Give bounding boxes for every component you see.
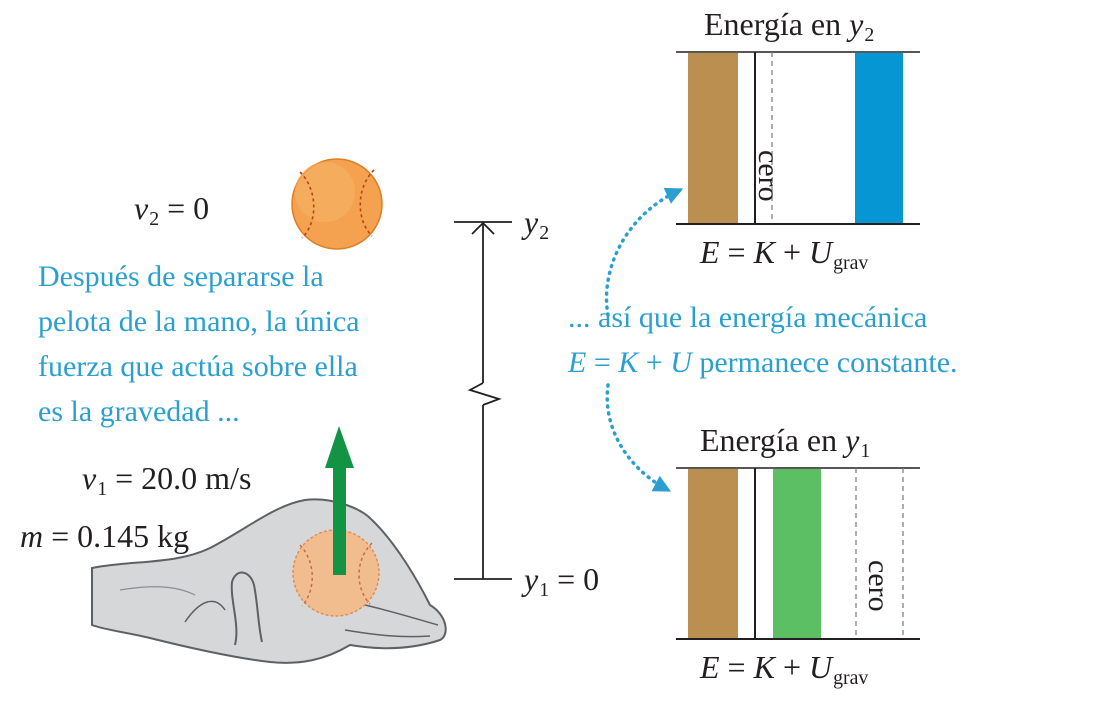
- energy-bottom-equation: E = K + Ugrav: [700, 649, 868, 688]
- caption-left-line-1: Después de separarse la: [38, 260, 324, 293]
- v1-value: = 20.0 m/s: [115, 460, 252, 496]
- potential-energy-bar-bottom: [773, 469, 821, 638]
- v2-label: v2 = 0: [134, 190, 210, 229]
- kinetic-energy-bar-bottom: [688, 469, 738, 638]
- baseball-icon-top: [291, 158, 383, 250]
- eq-bottom-equals: =: [727, 649, 746, 685]
- axis-label-y1: y1 = 0: [524, 561, 600, 600]
- energy-bottom-title-text: Energía en: [700, 422, 838, 458]
- energy-top-title-text: Energía en: [704, 6, 842, 42]
- energy-bottom-title: Energía en y1: [700, 422, 870, 461]
- velocity-arrow-icon: [325, 426, 354, 575]
- energy-chart-top: [676, 51, 920, 225]
- axis-y1-value: = 0: [557, 561, 600, 597]
- v2-sub: 2: [149, 208, 160, 231]
- energy-bottom-title-sub: 1: [860, 440, 871, 463]
- potential-energy-bar-top: [855, 53, 903, 223]
- energy-top-equation: E = K + Ugrav: [700, 234, 868, 273]
- v1-label: v1 = 20.0 m/s: [82, 460, 252, 499]
- zero-label-top-text: cero: [752, 150, 785, 202]
- caption-var-U: U: [670, 346, 692, 379]
- axis-y1-sub: 1: [539, 579, 550, 602]
- eq-bottom-E: E: [700, 649, 720, 685]
- eq-bottom-plus: +: [782, 649, 801, 685]
- eq-top-U-sub: grav: [833, 252, 869, 275]
- axis-break-zigzag: [467, 382, 502, 406]
- caption-right: ... así que la energía mecánica E = K + …: [568, 295, 958, 385]
- eq-top-K: K: [753, 234, 775, 270]
- caption-var-K: K: [618, 346, 639, 379]
- energy-top-title: Energía en y2: [704, 6, 874, 45]
- v2-value: = 0: [167, 190, 210, 226]
- zero-label-top: cero: [752, 150, 785, 202]
- energy-chart-bottom: [676, 467, 920, 640]
- mass-label: m = 0.145 kg: [20, 520, 189, 552]
- caption-left: Después de separarse la pelota de la man…: [38, 254, 360, 434]
- axis-y2-sub: 2: [539, 222, 550, 245]
- zero-label-bottom: cero: [862, 560, 895, 612]
- axis-label-y2: y2: [524, 204, 549, 243]
- axis-arrowhead-up: [471, 221, 495, 235]
- eq-bottom-K: K: [753, 649, 775, 685]
- caption-left-line-3: fuerza que actúa sobre ella: [38, 350, 358, 383]
- mass-var: m: [20, 518, 44, 554]
- v2-var: v: [134, 190, 149, 226]
- caption-left-line-4: es la gravedad ...: [38, 395, 240, 428]
- energy-top-title-sub: 2: [864, 24, 875, 47]
- height-axis: [454, 221, 512, 580]
- dotted-arrow-down: [605, 383, 672, 492]
- energy-bottom-title-var: y: [845, 422, 860, 458]
- v1-var: v: [82, 460, 97, 496]
- caption-plus: +: [645, 346, 663, 379]
- eq-top-U: U: [808, 234, 833, 270]
- caption-var-E: E: [568, 346, 587, 379]
- caption-right-line-2: E = K + U permanece constante.: [568, 340, 958, 385]
- zero-label-bottom-text: cero: [862, 560, 895, 612]
- dotted-arrow-up: [604, 187, 684, 317]
- caption-left-line-2: pelota de la mano, la única: [38, 305, 360, 338]
- caption-right-line-1: ... así que la energía mecánica: [568, 301, 928, 334]
- eq-top-plus: +: [782, 234, 801, 270]
- caption-rest: permanece constante.: [699, 346, 958, 379]
- eq-bottom-U-sub: grav: [833, 667, 869, 690]
- v1-sub: 1: [97, 478, 108, 501]
- energy-top-title-var: y: [849, 6, 864, 42]
- eq-bottom-U: U: [808, 649, 833, 685]
- eq-top-equals: =: [727, 234, 746, 270]
- eq-top-E: E: [700, 234, 720, 270]
- axis-y2-var: y: [524, 204, 539, 240]
- caption-equals: =: [593, 346, 611, 379]
- kinetic-energy-bar-top: [688, 53, 738, 223]
- mass-value: = 0.145 kg: [51, 518, 190, 554]
- axis-y1-var: y: [524, 561, 539, 597]
